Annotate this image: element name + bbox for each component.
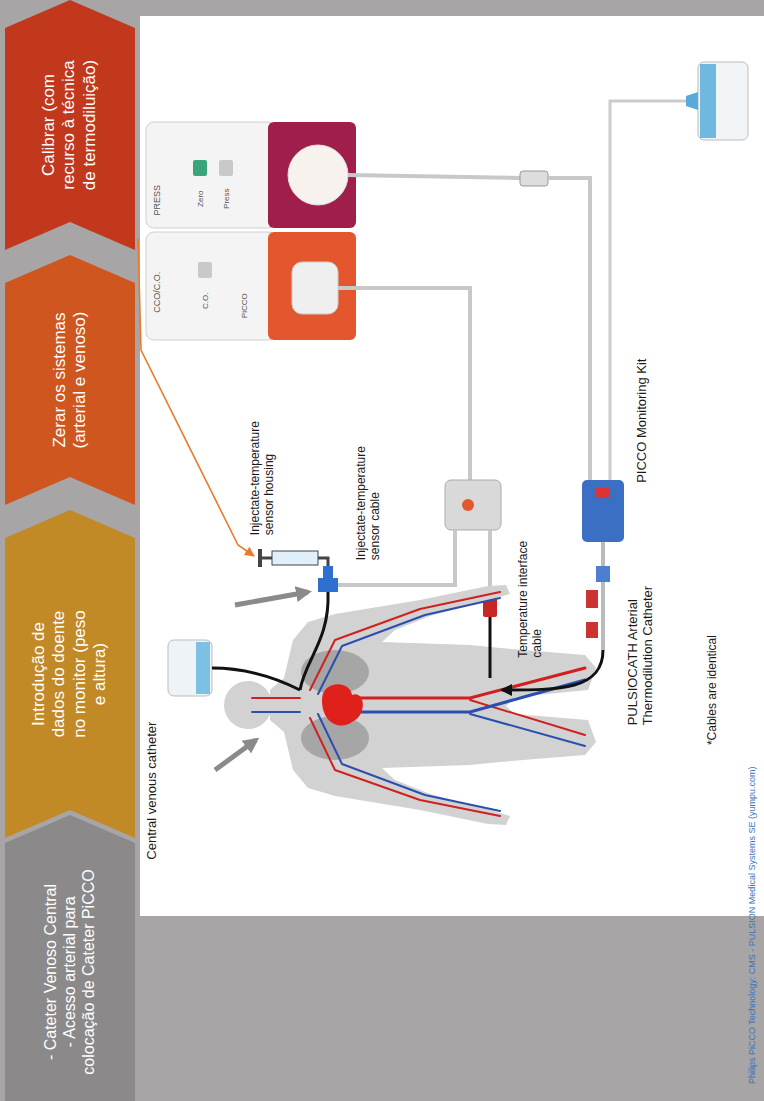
- press-module-plate: [268, 122, 356, 228]
- venous-catheter: [300, 592, 328, 690]
- button-label: C.O.: [201, 292, 210, 308]
- artery: [310, 718, 500, 816]
- body-silhouette: [270, 585, 596, 825]
- step-chevron: Introdução de dados do doente no monitor…: [5, 510, 135, 838]
- white-panel: [140, 16, 764, 916]
- artery: [252, 697, 300, 699]
- step-text-box: Zerar os sistemas (arterial e venoso): [50, 305, 91, 455]
- step-text: Calibrar (com recurso à técnica de termo…: [39, 54, 100, 196]
- part-label: Temperature interface cable: [516, 533, 544, 658]
- step-text: Zerar os sistemas (arterial e venoso): [50, 305, 91, 455]
- vein: [318, 598, 500, 694]
- pointer-arrow: [215, 740, 256, 770]
- bag-spout: [686, 92, 698, 110]
- module-button: [219, 160, 233, 176]
- stopcock: [586, 590, 598, 608]
- artery: [310, 592, 500, 690]
- module-label: CCO/C.O.: [152, 271, 163, 312]
- cable-connector: [520, 171, 548, 186]
- iv-fluid: [196, 642, 210, 694]
- vein: [252, 711, 300, 713]
- step-text: - Cateter Venoso Central: [41, 865, 60, 1080]
- step-chevron: Zerar os sistemas (arterial e venoso): [5, 255, 135, 505]
- transducer-valve: [596, 488, 610, 498]
- part-label: PULSIOCATH Arterial Thermodilution Cathe…: [625, 575, 656, 725]
- step-text-box: Introdução de dados do doente no monitor…: [29, 607, 111, 742]
- syringe-handle: [258, 549, 262, 567]
- interface-mark: [462, 499, 474, 511]
- iv-line: [212, 668, 300, 690]
- chevron-outline: [5, 255, 135, 505]
- interface-box: [445, 480, 501, 530]
- step-chevron: Calibrar (com recurso à técnica de termo…: [5, 0, 135, 250]
- vein: [470, 714, 585, 746]
- step-text: - Acesso arterial para colocação de Cate…: [60, 865, 98, 1080]
- picco-module: [146, 232, 276, 340]
- step-text-box: Calibrar (com recurso à técnica de termo…: [39, 54, 100, 196]
- module-label: PRESS: [151, 185, 162, 216]
- button-label: Press: [222, 188, 231, 208]
- part-label: Injectate-temperature sensor cable: [354, 430, 382, 560]
- syringe-plunger: [262, 557, 272, 560]
- vein: [345, 680, 585, 712]
- pressure-transducer: [582, 480, 624, 542]
- arterial-tubing: [601, 542, 605, 650]
- vessels: [252, 592, 585, 816]
- chevron-outline: [5, 815, 135, 1101]
- module-label: PiCCO: [239, 293, 248, 318]
- step-chevron: - Cateter Venoso Central- Acesso arteria…: [5, 815, 135, 1101]
- part-label: Central venous catheter: [144, 721, 159, 859]
- module-button: [193, 160, 207, 176]
- chevron-outline: [5, 510, 135, 838]
- source-credit: Philips PiCCO Technology: CMS - PULSION …: [747, 766, 758, 1083]
- note-label: *Cables are identical: [705, 635, 719, 745]
- sensor-housing: [318, 578, 338, 592]
- iv-bag: [168, 640, 212, 696]
- temperature-cable-lead: [489, 617, 492, 678]
- flush-bag: [698, 62, 748, 140]
- module-button: [198, 262, 212, 278]
- pressure-cable: [548, 178, 590, 482]
- part-label: Injectate-temperature sensor housing: [248, 405, 276, 535]
- heart: [322, 684, 363, 725]
- leader-arrow: [138, 238, 254, 556]
- picco-connector: [292, 262, 338, 314]
- press-module: [146, 122, 276, 228]
- step-text: Introdução de dados do doente no monitor…: [29, 607, 111, 742]
- stopcock: [586, 622, 598, 638]
- pressure-cable: [348, 175, 520, 178]
- flush-fluid: [700, 64, 716, 138]
- tubing-connector: [596, 566, 610, 582]
- flush-line: [610, 101, 686, 482]
- step-text-box: - Cateter Venoso Central- Acesso arteria…: [41, 865, 99, 1080]
- pointer-arrow: [235, 592, 308, 605]
- temperature-cable: [488, 530, 492, 595]
- sensor-housing: [323, 566, 333, 580]
- part-label: PICCO Monitoring Kit: [634, 358, 649, 482]
- vein: [318, 714, 500, 811]
- press-connector: [288, 145, 348, 205]
- chevron-outline: [5, 0, 135, 250]
- syringe-barrel: [272, 551, 318, 565]
- artery: [345, 668, 585, 698]
- button-label: Zero: [196, 190, 205, 206]
- head-silhouette: [224, 681, 272, 729]
